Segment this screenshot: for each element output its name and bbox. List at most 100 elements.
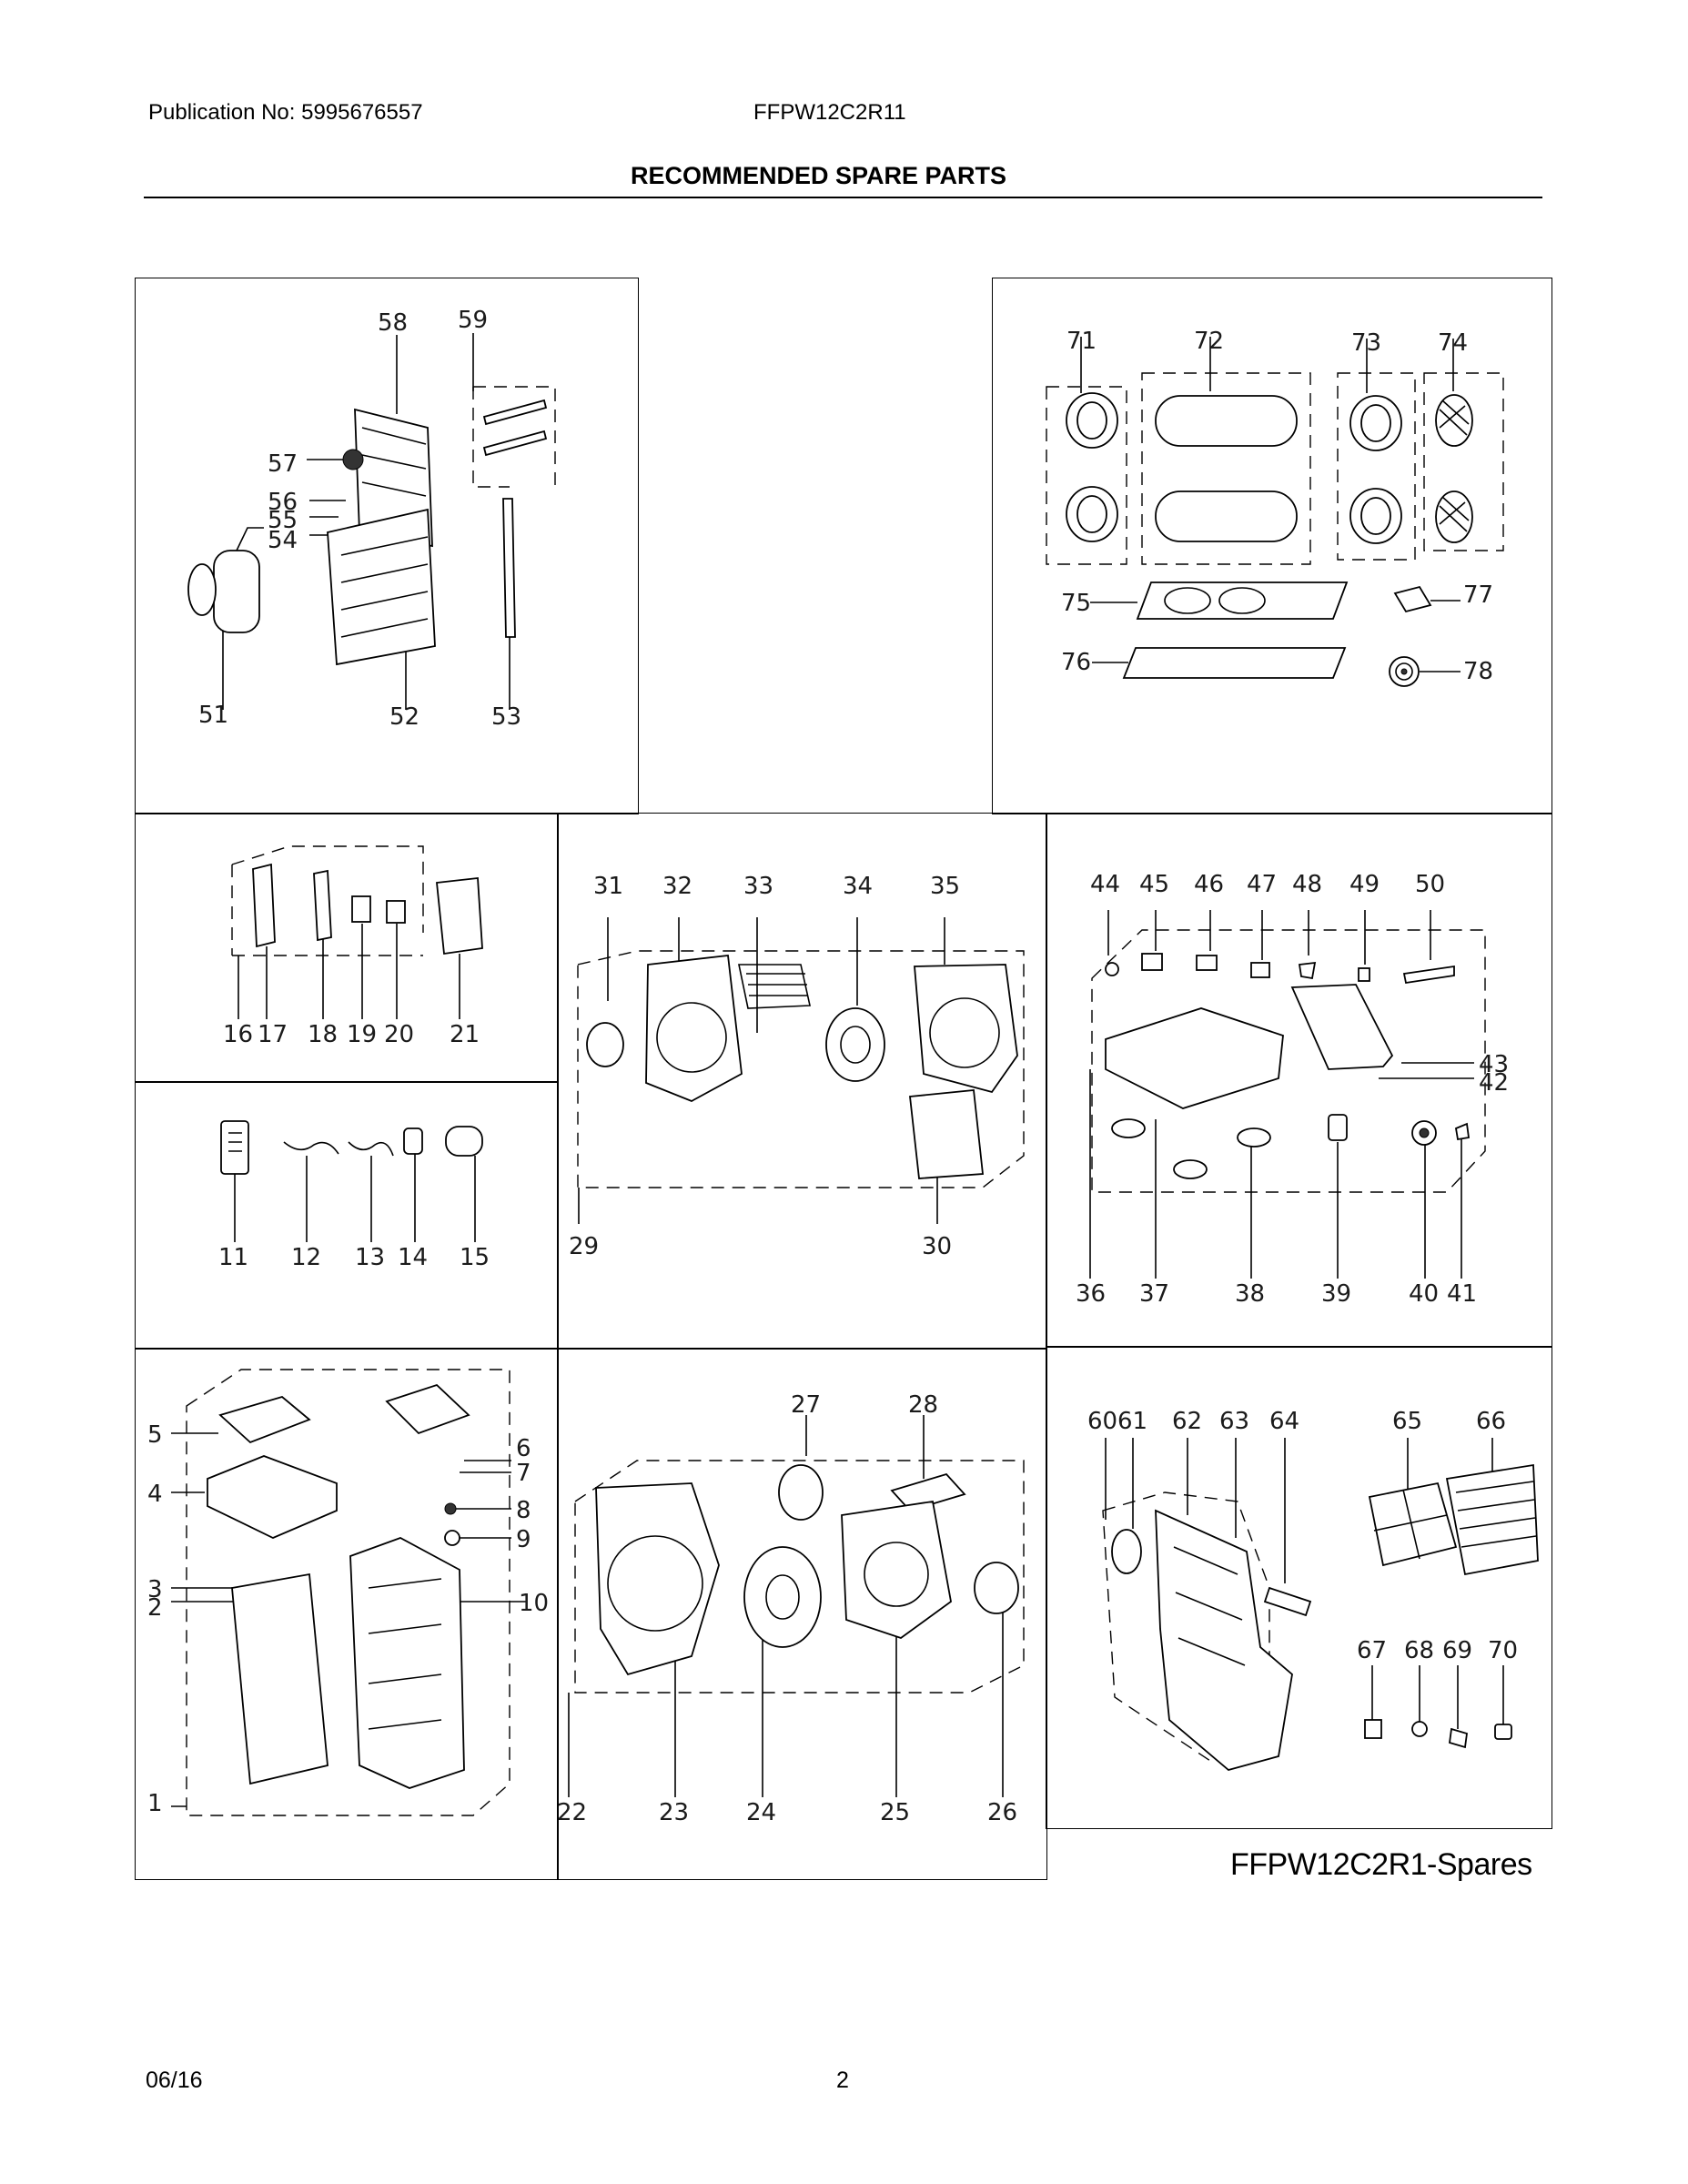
part-label-26: 26 (987, 1799, 1017, 1826)
part-label-7: 7 (516, 1460, 531, 1487)
part-label-29: 29 (569, 1233, 599, 1260)
part-label-36: 36 (1076, 1280, 1106, 1308)
part-label-14: 14 (398, 1244, 428, 1271)
part-label-35: 35 (930, 873, 960, 900)
page-title: RECOMMENDED SPARE PARTS (631, 162, 1007, 189)
part-label-72: 72 (1194, 328, 1224, 355)
part-label-5: 5 (147, 1421, 163, 1449)
part-label-69: 69 (1442, 1637, 1472, 1664)
part-label-23: 23 (659, 1799, 689, 1826)
part-label-20: 20 (384, 1021, 414, 1048)
part-label-22: 22 (557, 1799, 587, 1826)
part-label-31: 31 (593, 873, 623, 900)
part-label-28: 28 (908, 1391, 938, 1419)
part-label-49: 49 (1349, 871, 1380, 898)
part-label-74: 74 (1438, 329, 1468, 357)
panel-cabinet (135, 1348, 559, 1880)
panel-control-boards (135, 813, 559, 1083)
part-label-34: 34 (843, 873, 873, 900)
part-label-48: 48 (1292, 871, 1322, 898)
panel-evaporator-fan (557, 1348, 1047, 1880)
panel-window-kit (992, 278, 1552, 814)
evaporator-fan-illustration: 27 28 22 23 24 25 26 (557, 1391, 1025, 1826)
part-label-59: 59 (458, 307, 488, 334)
part-label-65: 65 (1392, 1408, 1422, 1435)
part-label-33: 33 (743, 873, 773, 900)
part-label-25: 25 (880, 1799, 910, 1826)
part-label-57: 57 (268, 450, 298, 478)
part-label-68: 68 (1404, 1637, 1434, 1664)
part-label-77: 77 (1463, 581, 1493, 609)
page-number: 2 (836, 2068, 849, 2093)
footer-date: 06/16 (146, 2068, 203, 2093)
part-label-12: 12 (291, 1244, 321, 1271)
remote-accessories-illustration: 11 12 13 14 15 (218, 1120, 490, 1271)
part-label-37: 37 (1139, 1280, 1169, 1308)
part-label-24: 24 (746, 1799, 776, 1826)
part-label-13: 13 (355, 1244, 385, 1271)
cabinet-illustration: 5 6 7 4 8 9 3 10 2 1 (147, 1369, 549, 1817)
part-label-2: 2 (147, 1594, 163, 1622)
part-label-56: 56 (268, 489, 298, 516)
part-label-64: 64 (1269, 1408, 1299, 1435)
part-label-78: 78 (1463, 658, 1493, 685)
part-label-41: 41 (1447, 1280, 1477, 1308)
rear-panel-illustration: 60 61 62 63 64 65 66 67 68 69 70 (1087, 1408, 1539, 1771)
base-pan-illustration: 44 45 46 47 48 49 50 43 42 36 37 38 39 4… (1076, 871, 1509, 1308)
part-label-58: 58 (378, 309, 408, 337)
part-label-8: 8 (516, 1497, 531, 1524)
part-label-71: 71 (1066, 328, 1097, 355)
part-label-61: 61 (1117, 1408, 1147, 1435)
part-label-42: 42 (1479, 1069, 1509, 1097)
part-label-50: 50 (1415, 871, 1445, 898)
part-label-6: 6 (516, 1435, 531, 1462)
part-label-73: 73 (1351, 329, 1381, 357)
part-label-32: 32 (662, 873, 692, 900)
part-label-53: 53 (491, 703, 521, 731)
part-label-39: 39 (1321, 1280, 1351, 1308)
part-label-21: 21 (450, 1021, 480, 1048)
part-label-11: 11 (218, 1244, 248, 1271)
part-label-67: 67 (1357, 1637, 1387, 1664)
part-label-60: 60 (1087, 1408, 1117, 1435)
part-label-38: 38 (1235, 1280, 1265, 1308)
part-label-15: 15 (460, 1244, 490, 1271)
part-label-63: 63 (1219, 1408, 1249, 1435)
panel-condenser-fan (557, 813, 1047, 1350)
part-label-40: 40 (1409, 1280, 1439, 1308)
part-label-27: 27 (791, 1391, 821, 1419)
title-rule (144, 197, 1542, 198)
panel-compressor-coils (135, 278, 639, 814)
publication-number: Publication No: 5995676557 (148, 100, 423, 125)
part-label-9: 9 (516, 1526, 531, 1553)
part-label-44: 44 (1090, 871, 1120, 898)
condenser-fan-illustration: 31 32 33 34 35 29 30 (569, 873, 1025, 1260)
part-label-54: 54 (268, 527, 298, 554)
part-label-52: 52 (389, 703, 419, 731)
panel-rear-panel (1046, 1346, 1552, 1829)
part-label-17: 17 (258, 1021, 288, 1048)
part-label-66: 66 (1476, 1408, 1506, 1435)
part-label-30: 30 (922, 1233, 952, 1260)
part-label-19: 19 (347, 1021, 377, 1048)
control-boards-illustration: 16 17 18 19 20 21 (223, 845, 483, 1048)
part-label-10: 10 (519, 1590, 549, 1617)
panel-remote-accessories (135, 1081, 559, 1350)
compressor-coils-illustration: 58 59 57 56 55 54 51 52 53 (187, 307, 556, 731)
part-label-4: 4 (147, 1481, 163, 1508)
part-label-51: 51 (198, 702, 228, 729)
part-label-55: 55 (268, 507, 298, 534)
panel-base-pan (1046, 813, 1552, 1348)
window-kit-illustration: 71 72 73 74 75 77 76 78 (1046, 328, 1504, 687)
part-label-45: 45 (1139, 871, 1169, 898)
part-label-47: 47 (1247, 871, 1277, 898)
model-number: FFPW12C2R11 (753, 100, 906, 125)
part-label-1: 1 (147, 1790, 163, 1817)
part-label-18: 18 (308, 1021, 338, 1048)
part-label-75: 75 (1061, 590, 1091, 617)
part-label-46: 46 (1194, 871, 1224, 898)
diagram-caption: FFPW12C2R1-Spares (1230, 1847, 1532, 1882)
part-label-3: 3 (147, 1576, 163, 1603)
part-label-70: 70 (1488, 1637, 1518, 1664)
